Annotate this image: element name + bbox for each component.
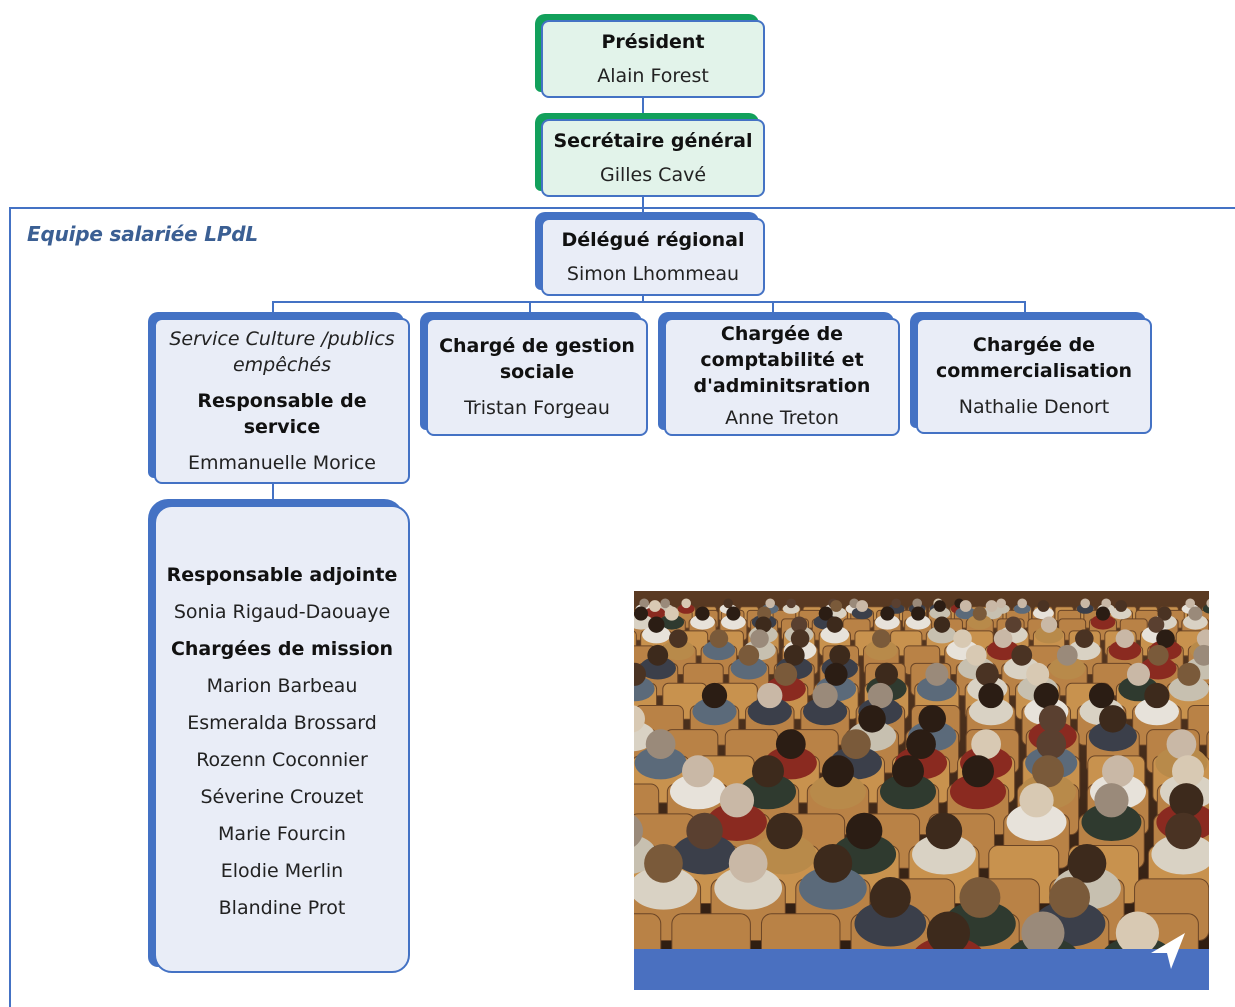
connector-horizontal: [272, 301, 1026, 303]
culture-title: Responsable de service: [197, 390, 367, 438]
member-name: Rozenn Coconnier: [196, 749, 368, 771]
team-members-card: Responsable adjointe Sonia Rigaud-Daouay…: [154, 505, 410, 973]
connector-culture-team: [272, 482, 274, 502]
accounting-title: Chargée de comptabilité et d'adminitsrat…: [693, 323, 871, 397]
secretary-card: Secrétaire général Gilles Cavé: [541, 119, 765, 197]
commercial-title: Chargée de commercialisation: [935, 334, 1133, 382]
connector-secretary-delegate: [642, 194, 644, 214]
accounting-name: Anne Treton: [725, 407, 839, 429]
culture-service-label: Service Culture /publics empêchés: [169, 328, 395, 376]
president-name: Alain Forest: [597, 65, 709, 87]
secretary-box: Secrétaire général Gilles Cavé: [535, 113, 765, 197]
connector-president-secretary: [642, 95, 644, 115]
delegate-title: Délégué régional: [561, 229, 745, 251]
president-card: Président Alain Forest: [541, 20, 765, 98]
social-box: Chargé de gestion sociale Tristan Forgea…: [420, 312, 648, 436]
accounting-card: Chargée de comptabilité et d'adminitsrat…: [664, 318, 900, 436]
mission-title: Chargées de mission: [170, 638, 394, 660]
delegate-card: Délégué régional Simon Lhommeau: [541, 218, 765, 296]
connector-drop-social: [529, 301, 531, 315]
president-box: Président Alain Forest: [535, 14, 765, 98]
delegate-box: Délégué régional Simon Lhommeau: [535, 212, 765, 296]
member-name: Esmeralda Brossard: [187, 712, 377, 734]
connector-drop-culture: [272, 301, 274, 315]
team-members-box: Responsable adjointe Sonia Rigaud-Daouay…: [148, 499, 410, 973]
culture-box: Service Culture /publics empêchés Respon…: [148, 312, 410, 484]
member-name: Marion Barbeau: [206, 675, 358, 697]
connector-drop-commercial: [1024, 301, 1026, 315]
auditorium-photo: [634, 591, 1209, 990]
culture-name: Emmanuelle Morice: [188, 452, 376, 474]
member-name: Elodie Merlin: [220, 860, 344, 882]
team-label: Equipe salariée LPdL: [27, 222, 258, 246]
member-name: Blandine Prot: [218, 897, 346, 919]
social-name: Tristan Forgeau: [464, 397, 610, 419]
navigation-arrow-icon: [1151, 933, 1185, 969]
commercial-card: Chargée de commercialisation Nathalie De…: [916, 318, 1152, 434]
delegate-name: Simon Lhommeau: [566, 263, 740, 285]
connector-delegate-down: [642, 293, 644, 303]
connector-drop-accounting: [772, 301, 774, 315]
social-card: Chargé de gestion sociale Tristan Forgea…: [426, 318, 648, 436]
culture-card: Service Culture /publics empêchés Respon…: [154, 318, 410, 484]
accounting-box: Chargée de comptabilité et d'adminitsrat…: [658, 312, 900, 436]
auditorium-illustration: [634, 591, 1209, 990]
commercial-name: Nathalie Denort: [958, 396, 1110, 418]
deputy-name: Sonia Rigaud-Daouaye: [173, 601, 391, 623]
member-name: Séverine Crouzet: [200, 786, 364, 808]
team-frame: [9, 207, 1235, 1007]
secretary-name: Gilles Cavé: [599, 164, 707, 186]
deputy-title: Responsable adjointe: [166, 564, 398, 586]
photo-caption-bar: [634, 933, 1209, 990]
member-name: Marie Fourcin: [218, 823, 346, 845]
secretary-title: Secrétaire général: [553, 130, 753, 152]
social-title: Chargé de gestion sociale: [439, 335, 635, 383]
commercial-box: Chargée de commercialisation Nathalie De…: [910, 312, 1152, 434]
president-title: Président: [601, 31, 705, 53]
